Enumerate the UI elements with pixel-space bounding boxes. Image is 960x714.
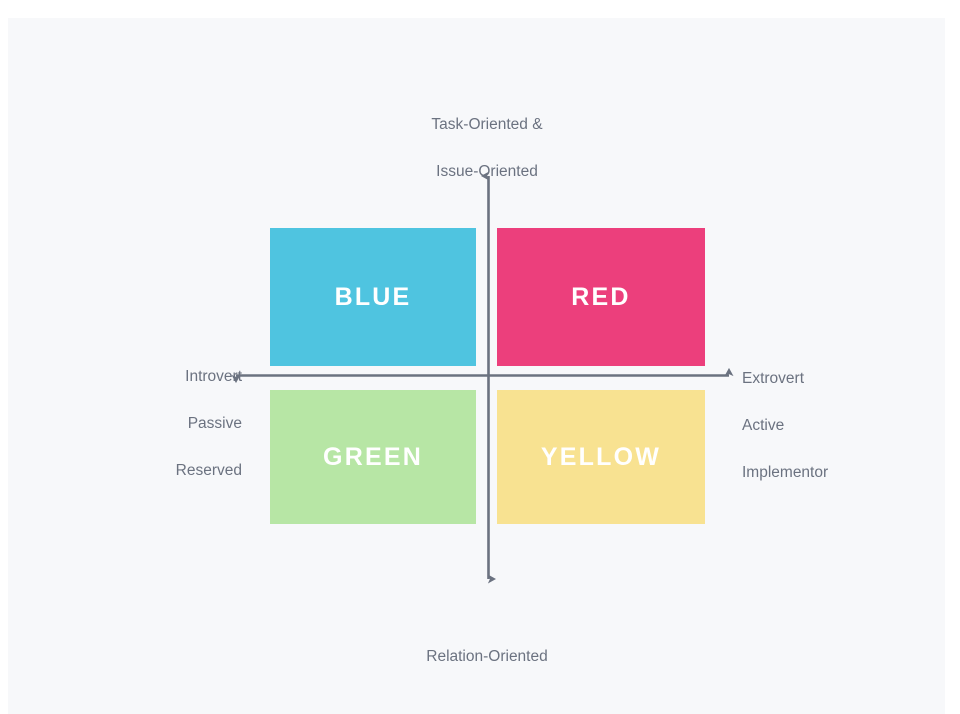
quadrant-red-label: RED — [571, 282, 631, 311]
quadrant-blue-label: BLUE — [334, 282, 412, 311]
axis-label-right-line-1: Extrovert — [742, 369, 805, 387]
axis-label-right-line-2: Active — [742, 416, 785, 434]
axis-label-left: Introvert Passive Reserved — [176, 341, 242, 506]
quadrant-green[interactable]: GREEN — [270, 390, 476, 524]
quadrant-yellow-label: YELLOW — [540, 442, 662, 471]
axis-label-bottom-line-1: Relation-Oriented — [426, 647, 548, 665]
axis-label-left-line-3: Reserved — [175, 461, 242, 479]
axis-label-top-line-1: Task-Oriented & — [431, 115, 543, 133]
quadrant-red[interactable]: RED — [497, 228, 705, 366]
axis-label-top: Task-Oriented & Issue-Oriented — [0, 89, 960, 207]
quadrant-yellow[interactable]: YELLOW — [497, 390, 705, 524]
axis-label-left-line-2: Passive — [187, 414, 242, 432]
axis-label-right: Extrovert Active Implementor — [742, 343, 828, 508]
axis-label-left-line-1: Introvert — [185, 367, 242, 385]
axis-label-top-line-2: Issue-Oriented — [436, 162, 538, 180]
axis-label-right-line-3: Implementor — [742, 463, 829, 481]
diagram-canvas — [8, 18, 945, 714]
quadrant-green-label: GREEN — [323, 442, 423, 471]
quadrant-blue[interactable]: BLUE — [270, 228, 476, 366]
axis-label-bottom: Relation-Oriented — [0, 621, 960, 692]
